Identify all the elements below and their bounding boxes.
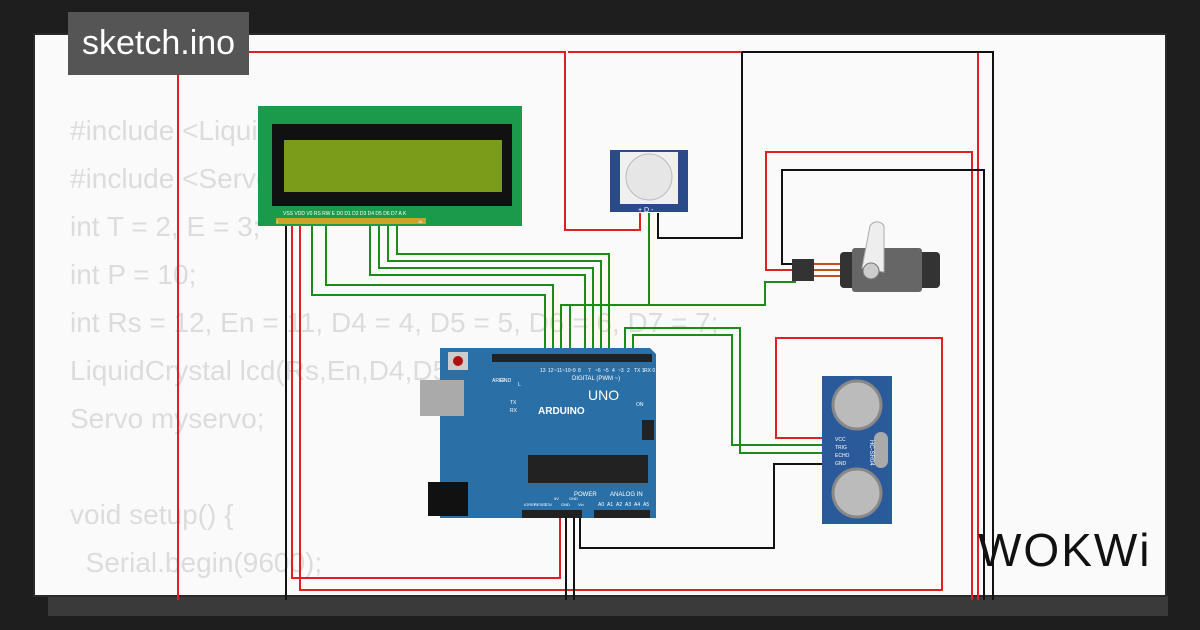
ultrasonic-pin-trig: TRIG	[835, 445, 847, 451]
code-line: int Rs = 12, En = 11, D4 = 4, D5 = 5, D6…	[70, 307, 719, 338]
ultrasonic-transmitter-icon	[831, 379, 883, 431]
power-jack	[428, 482, 468, 516]
rx-label: RX	[510, 408, 518, 414]
lcd-display[interactable]: VSS VDD V0 RS RW E D0 D1 D2 D3 D4 D5 D6 …	[258, 106, 522, 226]
code-line: Servo myservo;	[70, 403, 265, 434]
ultrasonic-model-label: HC-SR04	[868, 440, 874, 466]
servo-connector	[792, 259, 814, 281]
digital-pin-label: RX 0	[644, 368, 655, 374]
pir-sensor[interactable]: + D -	[610, 150, 688, 214]
analog-pin-label: A3	[625, 502, 631, 508]
analog-header	[594, 510, 650, 518]
ultrasonic-pin-gnd: GND	[835, 461, 847, 467]
ultrasonic-sensor[interactable]: VCC TRIG ECHO GND HC-SR04	[822, 376, 892, 524]
ultrasonic-pin-vcc: VCC	[835, 437, 846, 443]
power-pin-label: RESET	[534, 502, 548, 507]
power-pin-label: Vin	[578, 502, 584, 507]
ultrasonic-crystal	[874, 432, 888, 468]
aref-label: AREF	[492, 378, 505, 384]
digital-pin-label: ~3	[618, 368, 624, 374]
analog-pin-label: A0	[598, 502, 604, 508]
gnd-label: GND	[500, 378, 512, 384]
power-pin-label: GND	[569, 496, 578, 501]
analog-pin-label: A4	[634, 502, 640, 508]
digital-pin-label: 8	[578, 368, 581, 374]
wokwi-logo: WOKWi	[978, 524, 1152, 576]
tx-label: TX	[510, 400, 517, 406]
arduino-model: UNO	[588, 387, 619, 403]
digital-pin-label: 2	[627, 368, 630, 374]
servo-motor[interactable]	[792, 221, 940, 292]
atmega-chip	[528, 455, 648, 483]
power-pin-label: IOREF	[524, 502, 537, 507]
analog-label: ANALOG IN	[610, 492, 643, 498]
reset-button-icon	[453, 356, 463, 366]
servo-horn	[861, 221, 885, 273]
lcd-header-pins	[276, 218, 426, 224]
power-pin-labels: IOREF RESET 3.3V 5V GND GND Vin	[524, 496, 584, 507]
lcd-screen	[284, 140, 502, 192]
arduino-brand: ARDUINO	[538, 406, 585, 417]
analog-pin-label: A2	[616, 502, 622, 508]
power-header	[522, 510, 582, 518]
digital-pin-label: ~5	[603, 368, 609, 374]
icsp-header	[642, 420, 654, 440]
digital-pin-labels: 13 12 ~11 ~10 ~9 8 7 ~6 ~5 4 ~3 2 TX 1 R…	[540, 368, 655, 374]
digital-pin-label: ~6	[595, 368, 601, 374]
digital-pin-label: 13	[540, 368, 546, 374]
servo-body	[852, 248, 922, 292]
on-label: ON	[636, 402, 644, 408]
digital-pin-label: TX 1	[634, 368, 645, 374]
digital-pin-label: 4	[612, 368, 615, 374]
analog-pin-label: A5	[643, 502, 649, 508]
code-line: int T = 2, E = 3;	[70, 211, 261, 242]
code-line: void setup() {	[70, 499, 234, 530]
lcd-pin-start: 1	[276, 219, 279, 224]
digital-pin-label: 7	[588, 368, 591, 374]
digital-header	[492, 354, 652, 362]
power-pin-label: GND	[561, 502, 570, 507]
digital-pin-label: ~10	[562, 368, 571, 374]
ultrasonic-receiver-icon	[831, 467, 883, 519]
analog-pin-label: A1	[607, 502, 613, 508]
lcd-pin-end: 16	[418, 219, 423, 224]
power-pin-label: 3.3V	[544, 502, 553, 507]
ultrasonic-pin-echo: ECHO	[835, 453, 850, 459]
l-label: L	[518, 382, 521, 388]
digital-label: DIGITAL (PWM ~)	[572, 376, 620, 382]
green-wires	[311, 213, 822, 454]
digital-pin-label: ~9	[570, 368, 576, 374]
usb-port	[420, 380, 464, 416]
power-pin-label: 5V	[554, 496, 559, 501]
arduino-uno[interactable]: AREF GND DIGITAL (PWM ~) L TX RX ARDUINO…	[420, 348, 656, 518]
red-wires	[177, 51, 979, 600]
servo-wire	[814, 263, 840, 277]
servo-shaft-icon	[862, 262, 880, 280]
digital-pin-label: 12	[548, 368, 554, 374]
pir-dome	[625, 153, 673, 201]
file-tab[interactable]: sketch.ino	[68, 12, 250, 75]
pir-pin-labels: + D -	[638, 207, 654, 214]
frame-shadow	[48, 596, 1168, 616]
analog-pin-labels: A0 A1 A2 A3 A4 A5	[598, 502, 649, 508]
digital-pin-label: ~11	[554, 368, 562, 374]
black-wires	[285, 51, 994, 600]
code-line: int P = 10;	[70, 259, 197, 290]
power-label: POWER	[574, 492, 597, 498]
code-line: Serial.begin(9600);	[70, 547, 323, 578]
lcd-pin-labels: VSS VDD V0 RS RW E D0 D1 D2 D3 D4 D5 D6 …	[283, 211, 407, 217]
